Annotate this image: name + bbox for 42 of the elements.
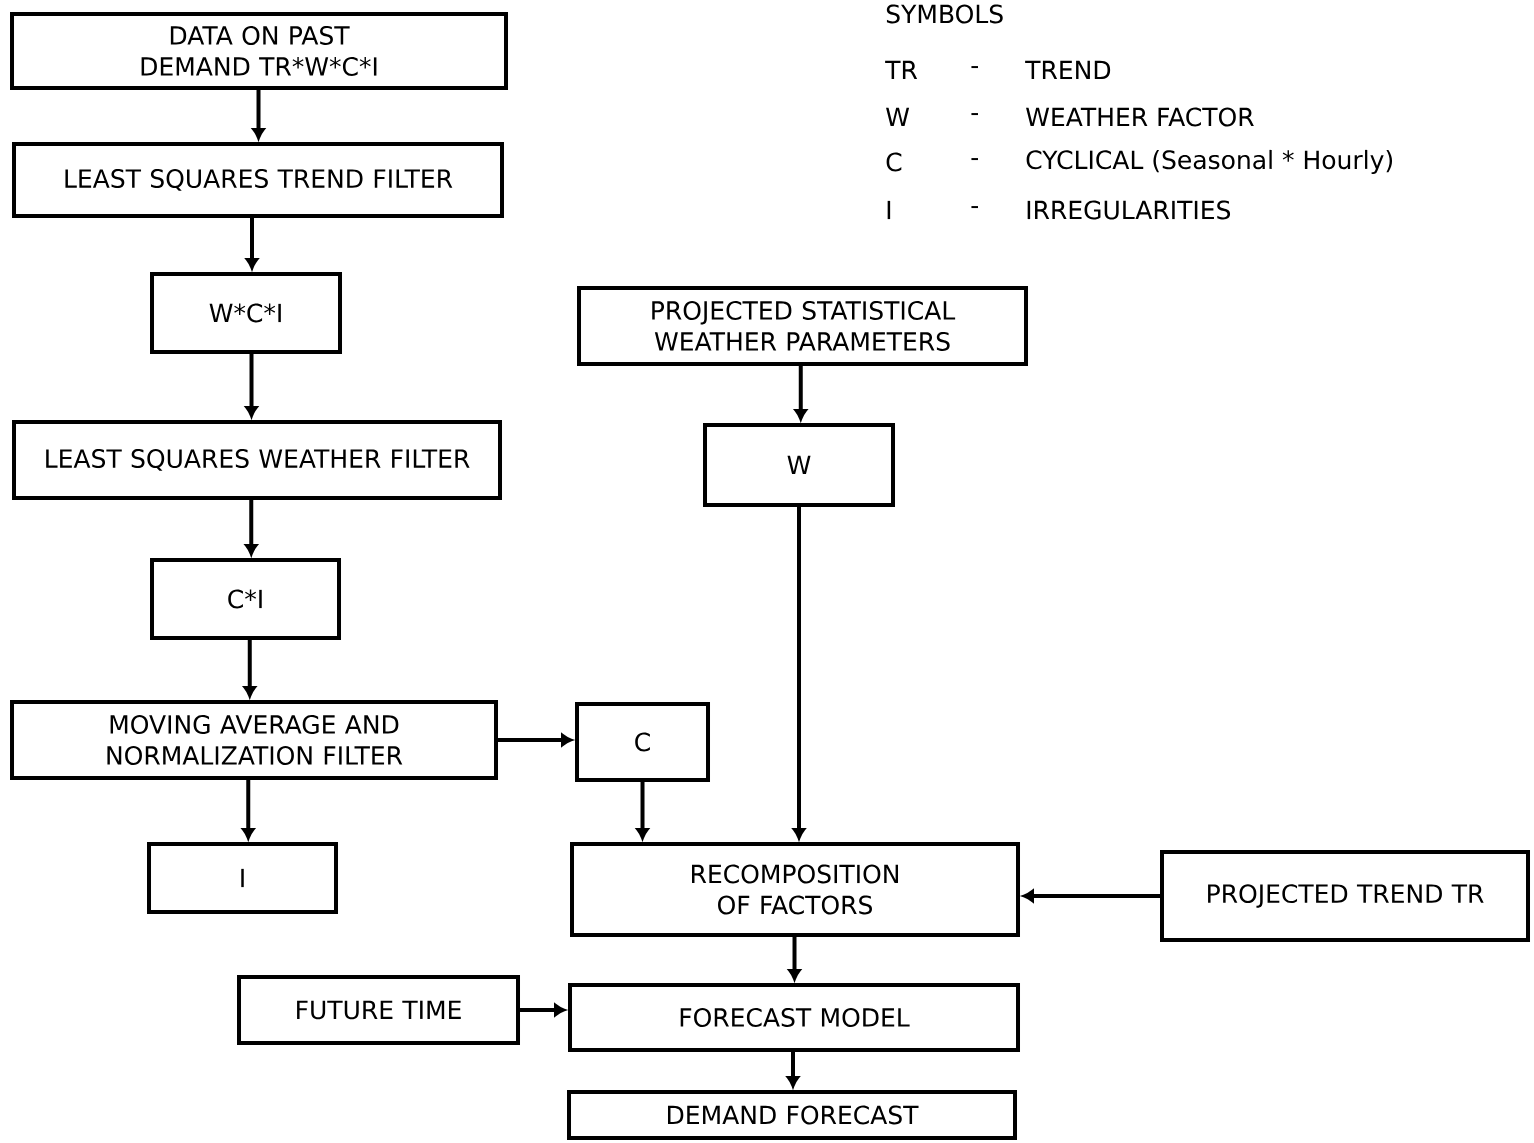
arrow — [498, 733, 573, 747]
process-box: DEMAND FORECAST — [567, 1090, 1017, 1140]
process-box: LEAST SQUARES TREND FILTER — [12, 142, 504, 218]
process-box: C — [575, 702, 710, 782]
process-box: PROJECTED STATISTICAL WEATHER PARAMETERS — [577, 286, 1028, 366]
arrow — [242, 780, 255, 840]
symbol-meaning: CYCLICAL (Seasonal * Hourly) — [1026, 149, 1393, 175]
process-box: PROJECTED TREND TR — [1160, 850, 1530, 942]
dash: - — [971, 206, 978, 209]
process-box: I — [147, 842, 338, 914]
arrow — [245, 218, 259, 270]
symbol-meaning: TREND — [1025, 60, 1111, 80]
arrow — [243, 640, 257, 698]
arrow — [252, 90, 265, 140]
arrow — [792, 507, 806, 840]
arrow — [788, 937, 801, 981]
legend-heading: SYMBOLS — [886, 4, 1003, 24]
symbol-meaning: WEATHER FACTOR — [1026, 107, 1254, 127]
arrow — [245, 500, 258, 556]
process-box: C*I — [150, 558, 341, 640]
symbol-meaning: IRREGULARITIES — [1027, 200, 1231, 220]
arrow — [1022, 889, 1160, 903]
arrow — [245, 354, 258, 418]
symbol-letter: I — [887, 200, 891, 220]
symbol-letter: W — [886, 107, 910, 127]
process-box: W*C*I — [150, 272, 342, 354]
symbol-letter: C — [886, 152, 902, 172]
process-box: DATA ON PAST DEMAND TR*W*C*I — [10, 12, 508, 90]
arrow — [636, 782, 649, 840]
process-box: FUTURE TIME — [237, 975, 520, 1045]
dash: - — [971, 158, 978, 161]
arrow — [786, 1052, 800, 1088]
process-box: FORECAST MODEL — [568, 983, 1020, 1052]
dash: - — [971, 113, 978, 116]
process-box: RECOMPOSITION OF FACTORS — [570, 842, 1020, 937]
process-box: LEAST SQUARES WEATHER FILTER — [12, 420, 502, 500]
process-box: MOVING AVERAGE AND NORMALIZATION FILTER — [10, 700, 498, 780]
arrow — [520, 1003, 566, 1017]
symbol-letter: TR — [885, 60, 918, 80]
process-box: W — [703, 423, 895, 507]
arrow — [794, 366, 808, 421]
dash: - — [971, 66, 978, 69]
